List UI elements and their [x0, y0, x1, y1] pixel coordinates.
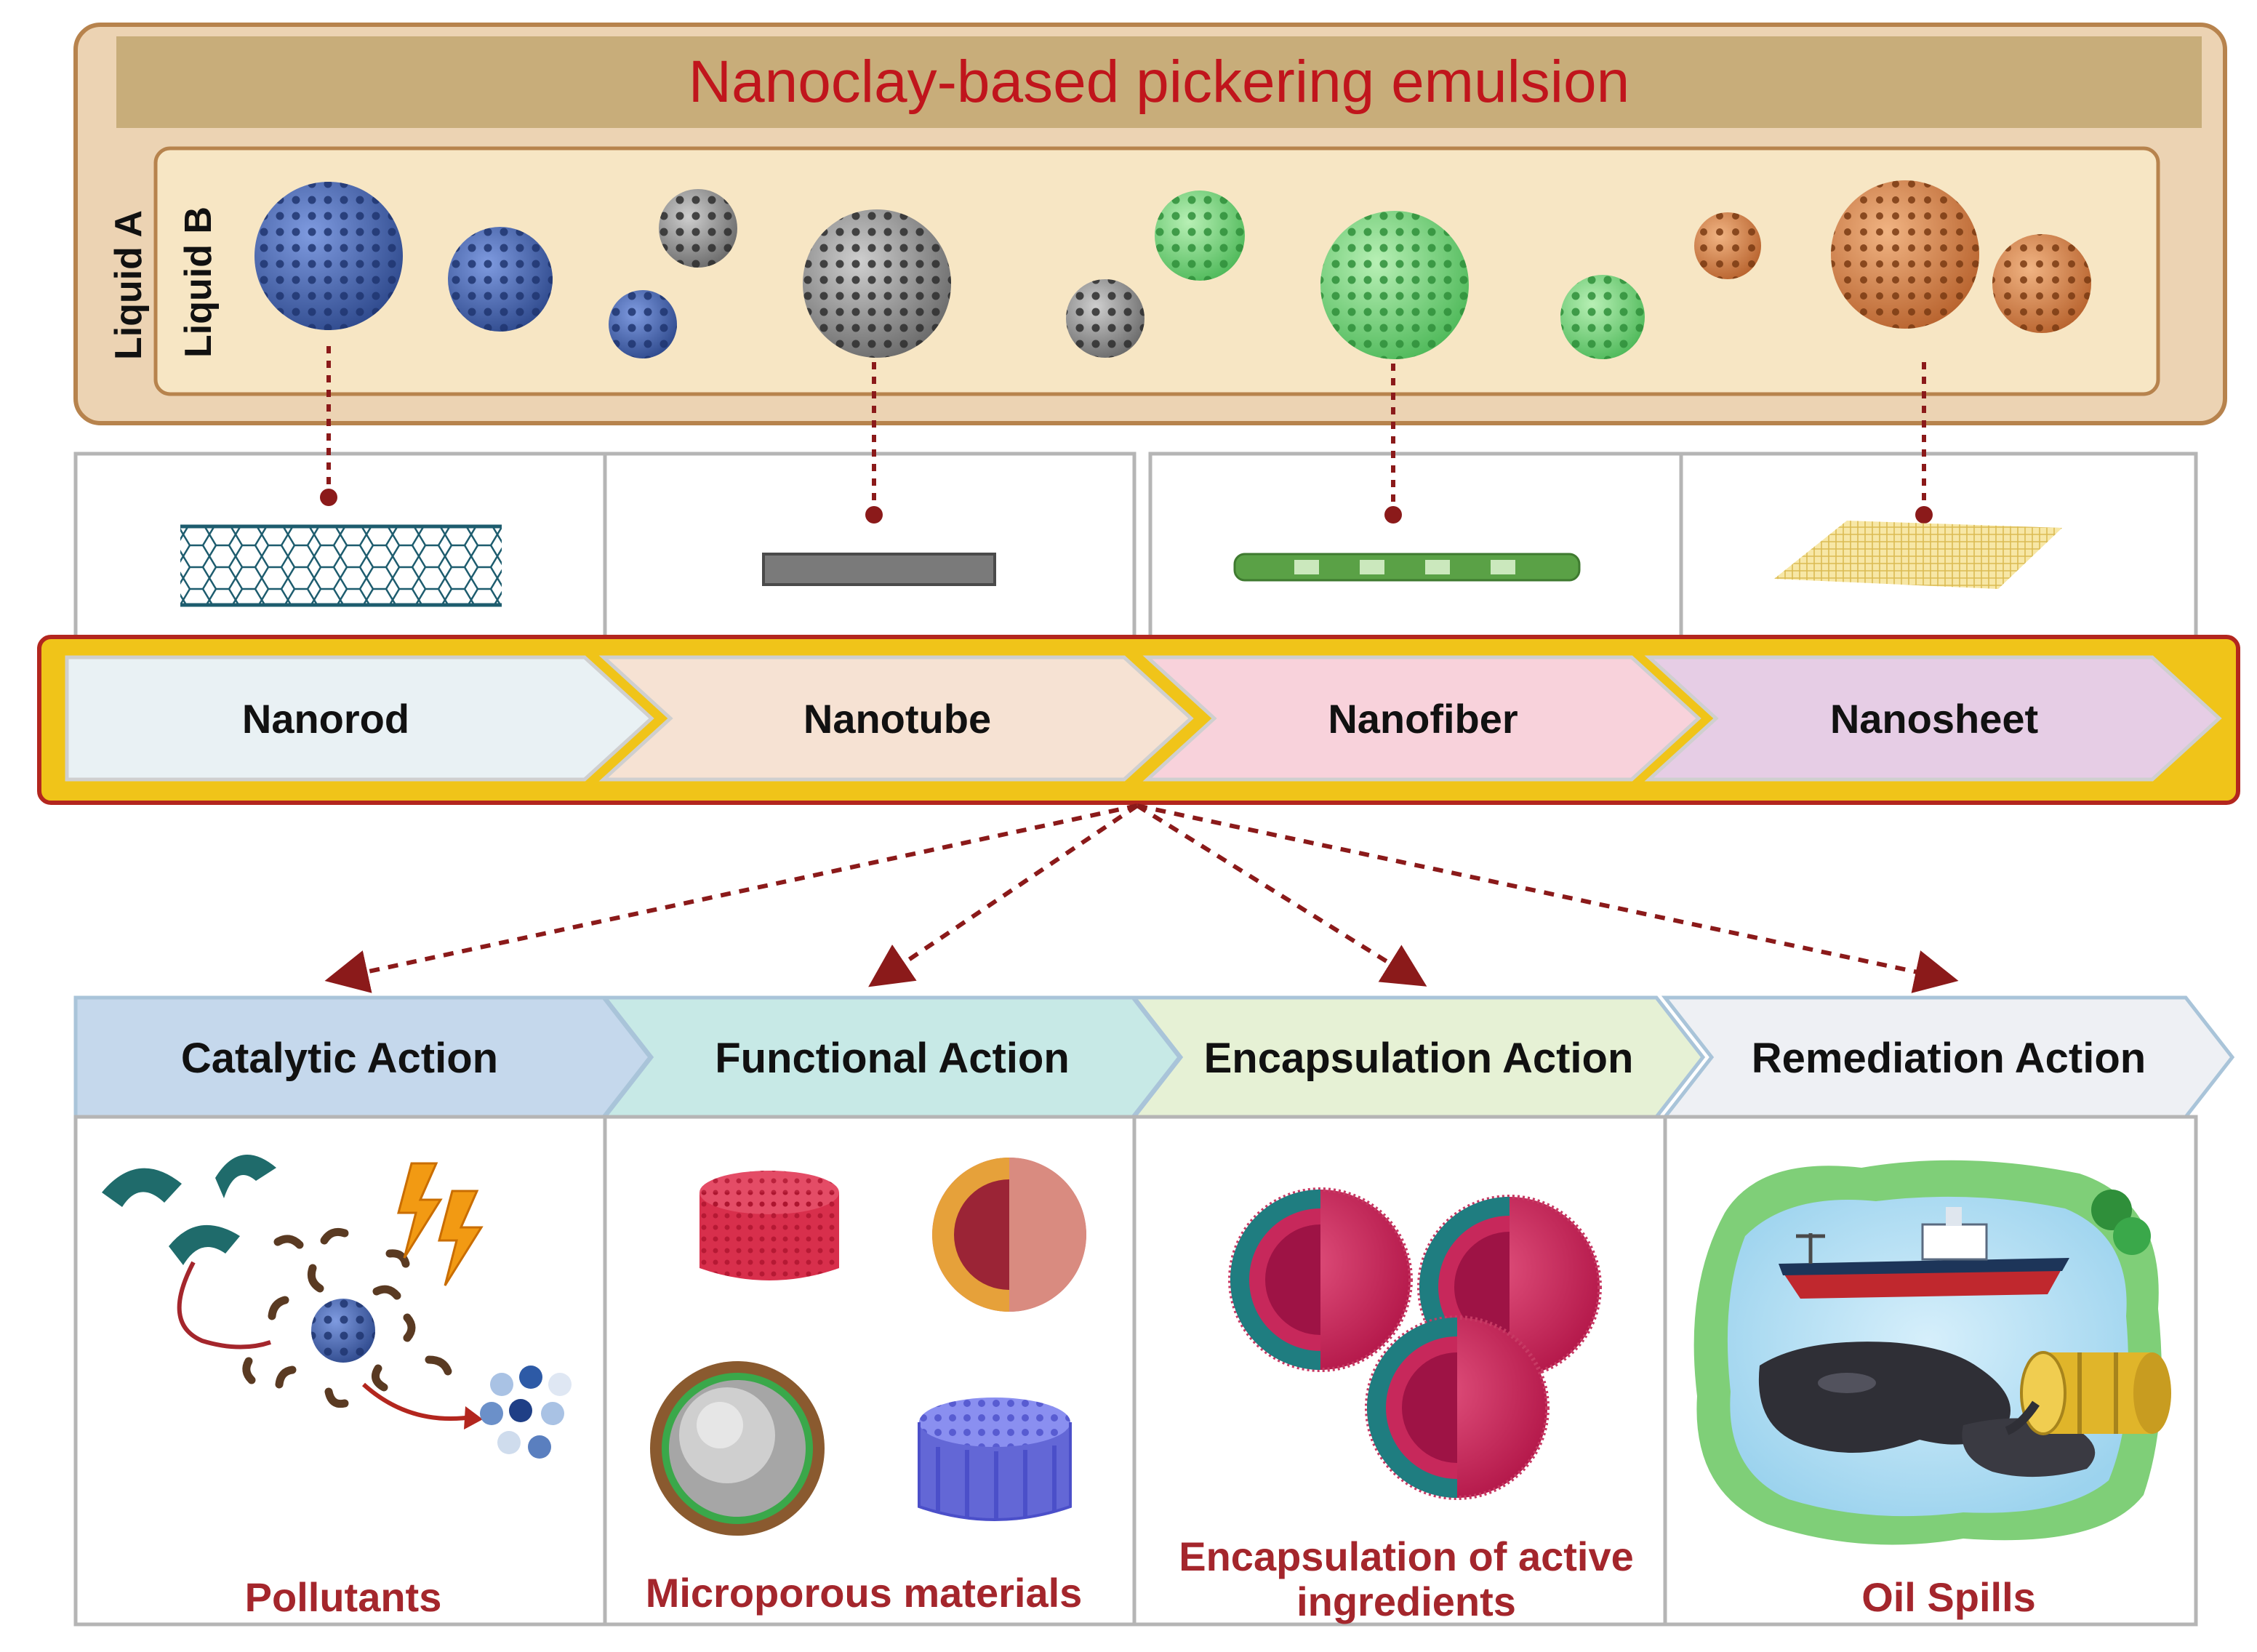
type-chevron-3 — [1142, 655, 1701, 782]
droplet-blue-large — [254, 182, 403, 330]
droplet-green-small — [1560, 275, 1645, 359]
action-label-4: Remediation Action — [1752, 1035, 2146, 1082]
nanosheet-icon — [1774, 521, 2062, 589]
type-chevron-1 — [65, 655, 654, 782]
capsule-bottom — [1365, 1315, 1550, 1500]
capsule-left — [1228, 1187, 1413, 1372]
droplet-gray-small — [1066, 279, 1144, 358]
type-label-3: Nanofiber — [1328, 696, 1518, 742]
action-panels: Pollutants — [73, 1115, 2198, 1627]
type-label-4: Nanosheet — [1830, 696, 2038, 742]
panel-title: Nanoclay-based pickering emulsion — [689, 49, 1629, 115]
droplet-orange-medium — [1992, 234, 2091, 333]
arrow-to-catalytic — [324, 803, 1138, 993]
action-label-2: Functional Action — [715, 1035, 1070, 1082]
product-molecules — [480, 1366, 572, 1459]
encapsulation-caption-line2: ingredients — [1296, 1579, 1516, 1624]
type-chevron-2 — [598, 655, 1194, 782]
connector-gray-dot — [865, 506, 883, 524]
functional-caption: Microporous materials — [646, 1570, 1083, 1616]
arrow-to-encapsulation — [1136, 803, 1427, 987]
tree-icon — [2091, 1190, 2151, 1255]
action-arrows — [324, 803, 1959, 993]
encapsulation-sphere-icon — [1228, 1187, 1602, 1500]
connector-green-dot — [1384, 506, 1402, 524]
encapsulation-caption-line1: Encapsulation of active — [1179, 1533, 1634, 1579]
liquid-b-label: Liquid B — [177, 206, 220, 358]
droplet-blue-medium — [448, 227, 553, 332]
type-label-1: Nanorod — [242, 696, 409, 742]
lightning-icon — [397, 1162, 484, 1286]
action-chevrons: Catalytic Action Functional Action Encapsu… — [73, 995, 2235, 1119]
liquid-a-label: Liquid A — [108, 210, 150, 360]
type-label-2: Nanotube — [803, 696, 991, 742]
title-bar — [116, 36, 2202, 128]
coconut-capsule-icon — [650, 1361, 825, 1536]
droplet-orange-large — [1831, 180, 1979, 329]
type-chevrons: Nanorod Nanotube Nanofiber Nanosheet — [65, 655, 2222, 782]
remediation-caption: Oil Spills — [1861, 1574, 2036, 1620]
porous-cylinder-icon — [699, 1171, 839, 1280]
nanofiber-icon — [1233, 553, 1581, 582]
connector-orange-dot — [1915, 506, 1933, 524]
action-label-3: Encapsulation Action — [1204, 1035, 1634, 1082]
droplet-gray-large — [803, 209, 951, 358]
connector-blue-dot — [320, 489, 337, 506]
emulsion-panel: Nanoclay-based pickering emulsion Liquid… — [73, 23, 2227, 425]
nanotype-band: Nanorod Nanotube Nanofiber Nanosheet — [37, 635, 2240, 805]
droplet-orange-small — [1694, 212, 1761, 279]
arrow-to-remediation — [1136, 803, 1959, 993]
arrow-to-functional — [868, 803, 1139, 987]
carbon-nanotube-icon — [180, 524, 502, 607]
catalytic-caption: Pollutants — [245, 1574, 442, 1620]
droplet-green-small-top — [1155, 191, 1245, 281]
porous-scaffold-icon — [918, 1398, 1072, 1521]
capsule-icon — [932, 1158, 1086, 1312]
pollutant-catalysis-icon — [102, 1155, 572, 1459]
droplet-blue-small — [609, 290, 677, 358]
ship-icon — [1779, 1207, 2069, 1299]
action-label-1: Catalytic Action — [181, 1035, 498, 1082]
nanorod-bar-icon — [762, 553, 996, 586]
type-chevron-4 — [1644, 655, 2222, 782]
droplet-green-large — [1320, 211, 1469, 359]
oil-barrel-icon — [2005, 1351, 2171, 1435]
droplet-gray-small-top — [659, 189, 737, 268]
